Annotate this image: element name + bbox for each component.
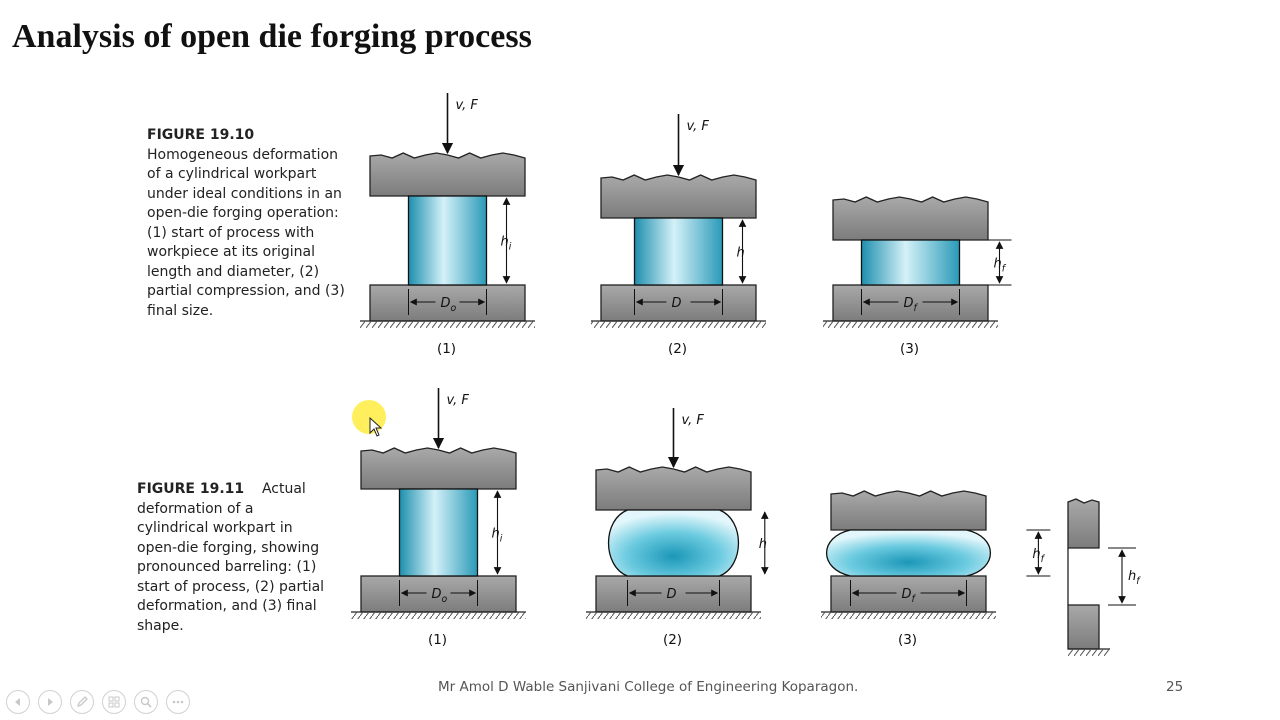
figure-19-10-caption-text: Homogeneous deformation of a cylindrical… bbox=[147, 146, 345, 319]
ground-hatch bbox=[1068, 649, 1110, 656]
figure2-stage-detail: hf bbox=[1067, 498, 1141, 656]
workpiece-barrel bbox=[608, 509, 739, 577]
diameter-label: Df bbox=[904, 296, 919, 314]
height-label: hf bbox=[994, 257, 1007, 275]
figure1-stage-2: v, F hD (2) bbox=[591, 114, 766, 357]
slide-footer: Mr Amol D Wable Sanjivani College of Eng… bbox=[438, 679, 859, 695]
figure-19-10-caption: FIGURE 19.10 Homogeneous deformation of … bbox=[147, 126, 347, 321]
slide-page-number: 25 bbox=[1166, 679, 1184, 695]
force-label: v, F bbox=[447, 393, 470, 408]
upper-die bbox=[600, 174, 757, 219]
ground-hatch bbox=[821, 612, 996, 619]
diameter-label: Do bbox=[441, 296, 457, 314]
force-label: v, F bbox=[687, 119, 710, 134]
lower-die bbox=[595, 575, 752, 613]
slide-title: Analysis of open die forging process bbox=[12, 18, 532, 55]
slides-icon bbox=[108, 696, 120, 708]
upper-die-detail bbox=[1067, 498, 1100, 549]
diameter-label: Df bbox=[902, 587, 917, 605]
figure2-stage-2: v, F hD (2) bbox=[586, 408, 769, 648]
height-label: hi bbox=[501, 235, 512, 253]
ground-hatch bbox=[823, 321, 998, 328]
previous-slide-button[interactable] bbox=[6, 690, 30, 714]
ground-hatch bbox=[586, 612, 761, 619]
stage-number: (1) bbox=[428, 632, 447, 648]
force-label: v, F bbox=[682, 413, 705, 428]
upper-die bbox=[832, 196, 989, 241]
pen-icon bbox=[76, 696, 88, 708]
height-label: hi bbox=[492, 527, 503, 545]
diameter-label: D bbox=[667, 587, 677, 602]
pointer-highlight bbox=[352, 400, 386, 437]
lower-die bbox=[360, 575, 517, 613]
upper-die bbox=[369, 152, 526, 197]
height-label: hf bbox=[1128, 569, 1141, 587]
workpiece-cylinder bbox=[398, 488, 479, 577]
height-label: h bbox=[737, 246, 745, 261]
stage-number: (3) bbox=[898, 632, 917, 648]
upper-die bbox=[595, 466, 752, 511]
cursor-icon bbox=[369, 417, 383, 437]
diameter-label: Do bbox=[432, 587, 448, 605]
ground-hatch bbox=[360, 321, 535, 328]
stage-number: (2) bbox=[663, 632, 682, 648]
height-label: h bbox=[759, 537, 767, 552]
workpiece-cylinder bbox=[407, 195, 488, 286]
pen-tool-button[interactable] bbox=[70, 690, 94, 714]
stage-number: (2) bbox=[668, 341, 687, 357]
stage-number: (1) bbox=[437, 341, 456, 357]
lower-die bbox=[600, 284, 757, 322]
next-icon bbox=[48, 698, 53, 706]
force-label: v, F bbox=[456, 98, 479, 113]
zoom-icon bbox=[140, 696, 152, 708]
figure-19-11-caption-text: Actual deformation of a cylindrical work… bbox=[137, 481, 325, 634]
previous-icon bbox=[15, 698, 20, 706]
more-options-button[interactable] bbox=[166, 690, 190, 714]
figure-19-10-number: FIGURE 19.10 bbox=[147, 127, 255, 143]
zoom-button[interactable] bbox=[134, 690, 158, 714]
ground-hatch bbox=[591, 321, 766, 328]
figure-19-11-caption: FIGURE 19.11 Actual deformation of a cyl… bbox=[137, 480, 327, 636]
workpiece-cylinder bbox=[860, 239, 961, 286]
diameter-label: D bbox=[672, 296, 682, 311]
workpiece-barrel bbox=[825, 529, 992, 577]
slideshow-toolbar bbox=[6, 690, 190, 714]
upper-die bbox=[830, 490, 987, 531]
workpiece-cylinder bbox=[633, 217, 724, 286]
see-all-slides-button[interactable] bbox=[102, 690, 126, 714]
stage-number: (3) bbox=[900, 341, 919, 357]
ground-hatch bbox=[351, 612, 526, 619]
next-slide-button[interactable] bbox=[38, 690, 62, 714]
figure-19-11-number: FIGURE 19.11 bbox=[137, 481, 245, 497]
lower-die bbox=[832, 284, 989, 322]
upper-die bbox=[360, 447, 517, 490]
lower-die-detail bbox=[1067, 604, 1100, 650]
more-icon bbox=[172, 700, 184, 704]
height-label: hf bbox=[1032, 547, 1045, 565]
